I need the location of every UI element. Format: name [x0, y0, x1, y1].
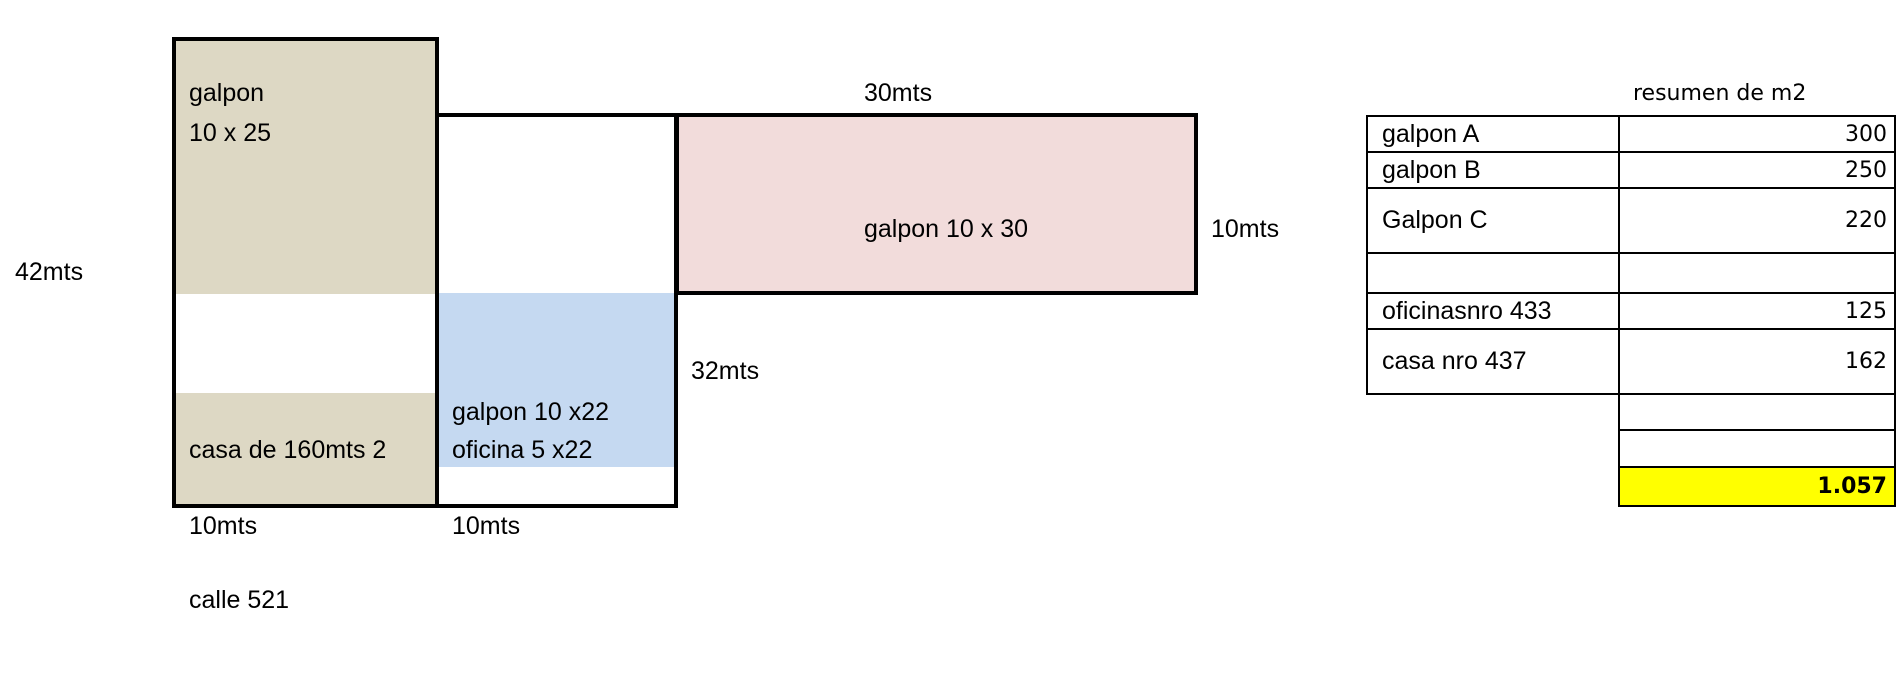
galpon-a-label-1: galpon — [189, 79, 265, 107]
galpon-c-height-label: 10mts — [1211, 215, 1280, 243]
table-line — [1618, 505, 1896, 507]
summary-total-value: 1.057 — [1619, 467, 1895, 506]
table-line — [1366, 115, 1368, 395]
table-line — [1366, 393, 1896, 395]
table-line — [1366, 115, 1896, 117]
summary-row-value — [1619, 430, 1895, 466]
table-line — [1618, 115, 1620, 507]
summary-row-value: 162 — [1845, 349, 1887, 374]
galpon-a-fill — [174, 38, 439, 294]
table-line — [1894, 115, 1896, 507]
summary-row-value: 220 — [1845, 208, 1887, 233]
left-width-label: 10mts — [189, 512, 258, 540]
table-line — [1366, 187, 1896, 189]
summary-row-name: casa nro 437 — [1382, 347, 1527, 375]
street-label: calle 521 — [189, 586, 290, 614]
summary-row-value: 300 — [1845, 121, 1887, 147]
summary-row-value — [1619, 394, 1895, 430]
summary-row-value: 125 — [1845, 298, 1887, 324]
table-line — [1366, 151, 1896, 153]
table-line — [1366, 252, 1896, 254]
galpon-b-label-2: oficina 5 x22 — [452, 436, 593, 464]
summary-row-name: Galpon C — [1382, 206, 1488, 234]
summary-row-name: oficinasnro 433 — [1382, 296, 1552, 325]
casa-fill — [174, 393, 439, 506]
summary-row-name: galpon B — [1382, 155, 1481, 184]
table-line — [1366, 292, 1896, 294]
galpon-b-label-1: galpon 10 x22 — [452, 398, 610, 426]
summary-row-name — [1367, 253, 1619, 293]
galpon-c-width-label: 30mts — [864, 79, 933, 107]
middle-height-label: 32mts — [691, 357, 760, 385]
table-line — [1618, 466, 1896, 468]
summary-title: resumen de m2 — [1633, 81, 1807, 106]
galpon-c-block — [675, 113, 1198, 295]
summary-row-name: galpon A — [1382, 119, 1480, 148]
middle-width-label: 10mts — [452, 512, 521, 540]
middle-lot-outline — [435, 113, 678, 508]
casa-label: casa de 160mts 2 — [189, 436, 387, 464]
galpon-b-fill — [439, 293, 677, 467]
galpon-a-label-2: 10 x 25 — [189, 119, 272, 147]
summary-row-value: 250 — [1845, 157, 1887, 183]
table-line — [1618, 429, 1896, 431]
total-height-label: 42mts — [15, 258, 84, 286]
table-line — [1366, 328, 1896, 330]
galpon-c-label: galpon 10 x 30 — [864, 215, 1029, 243]
summary-row-value — [1619, 253, 1895, 293]
